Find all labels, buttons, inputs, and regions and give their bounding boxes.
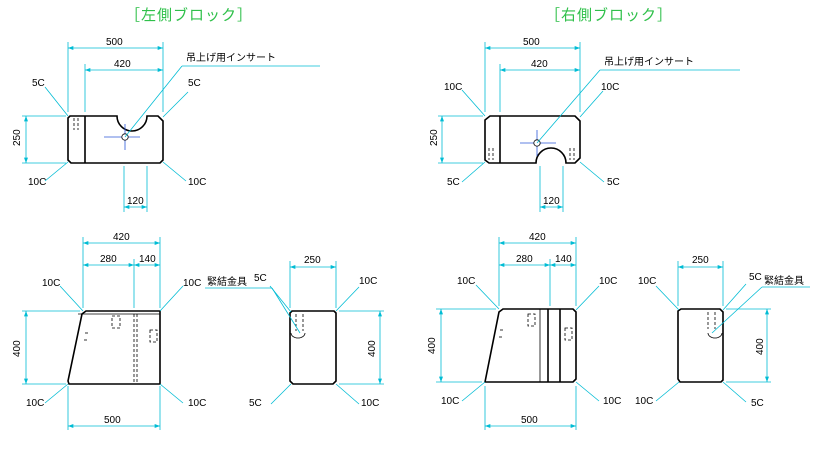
right-top-chamfer-ur: 10C — [601, 82, 619, 93]
left-top-chamfer-lr: 10C — [188, 177, 206, 188]
left-top-chamfer-ul: 5C — [32, 78, 45, 89]
right-top-chamfer-ul: 10C — [444, 82, 462, 93]
right-front-dim-500: 500 — [521, 415, 538, 426]
right-front-dim-280: 280 — [516, 254, 533, 265]
left-side-dim-250: 250 — [304, 255, 321, 266]
left-top-chamfer-ur: 5C — [188, 78, 201, 89]
left-side-chamfer-ul: 5C — [254, 273, 267, 284]
right-side-chamfer-ul: 10C — [638, 276, 656, 287]
left-fitting-label: 緊結金具 — [207, 275, 247, 288]
right-side-dim-400: 400 — [755, 338, 766, 355]
left-side-chamfer-lr: 10C — [361, 398, 379, 409]
left-top-dim-420: 420 — [114, 59, 131, 70]
left-front-chamfer-ul: 10C — [42, 278, 60, 289]
right-front-chamfer-ll: 10C — [441, 396, 459, 407]
right-top-dim-120: 120 — [543, 196, 560, 207]
right-side-view: 250 400 緊結金具 10C 5C 10C 5C — [635, 255, 810, 409]
left-top-chamfer-ll: 10C — [28, 177, 46, 188]
left-side-dim-400: 400 — [367, 340, 378, 357]
left-top-view: 500 420 250 120 5C 5C 10C 10C 吊上げ用インサート — [12, 37, 320, 212]
right-fitting-label: 緊結金具 — [764, 274, 804, 287]
right-top-dim-250: 250 — [429, 129, 440, 146]
right-top-view: 500 420 250 120 10C 10C 5C 5C 吊上げ用インサート — [429, 37, 740, 212]
right-side-chamfer-ll: 10C — [635, 396, 653, 407]
right-side-chamfer-lr: 5C — [751, 398, 764, 409]
right-insert-label: 吊上げ用インサート — [604, 56, 694, 68]
right-top-chamfer-ll: 5C — [447, 177, 460, 188]
left-insert-label: 吊上げ用インサート — [186, 52, 276, 64]
left-front-dim-280: 280 — [100, 254, 117, 265]
right-front-dim-420: 420 — [529, 232, 546, 243]
right-side-chamfer-ur: 5C — [749, 272, 762, 283]
right-front-view: 420 280 140 500 400 10C 10C 10C 10C — [427, 232, 621, 430]
right-front-chamfer-ul: 10C — [457, 276, 475, 287]
left-side-chamfer-ur: 10C — [359, 276, 377, 287]
left-front-chamfer-ll: 10C — [26, 398, 44, 409]
right-front-dim-400: 400 — [427, 337, 438, 354]
left-front-dim-420: 420 — [113, 232, 130, 243]
left-top-dim-250: 250 — [12, 129, 23, 146]
left-top-dim-120: 120 — [127, 196, 144, 207]
right-front-chamfer-lr: 10C — [603, 396, 621, 407]
left-front-chamfer-ur: 10C — [183, 278, 201, 289]
left-side-chamfer-ll: 5C — [249, 398, 262, 409]
right-front-chamfer-ur: 10C — [599, 276, 617, 287]
right-top-dim-420: 420 — [531, 59, 548, 70]
left-front-chamfer-lr: 10C — [188, 398, 206, 409]
right-front-dim-140: 140 — [555, 254, 572, 265]
left-side-view: 250 400 緊結金具 5C 10C 5C 10C — [205, 255, 384, 409]
right-side-dim-250: 250 — [692, 255, 709, 266]
left-block-title: ［左側ブロック］ — [125, 6, 253, 24]
right-top-chamfer-lr: 5C — [607, 177, 620, 188]
left-front-dim-140: 140 — [139, 254, 156, 265]
left-top-dim-500: 500 — [106, 37, 123, 48]
left-front-dim-400: 400 — [12, 340, 23, 357]
right-block-title: ［右側ブロック］ — [545, 6, 673, 24]
left-front-dim-500: 500 — [104, 415, 121, 426]
right-top-dim-500: 500 — [523, 37, 540, 48]
left-front-view: 420 280 140 500 400 10C 10C 10C 10C — [12, 232, 206, 430]
